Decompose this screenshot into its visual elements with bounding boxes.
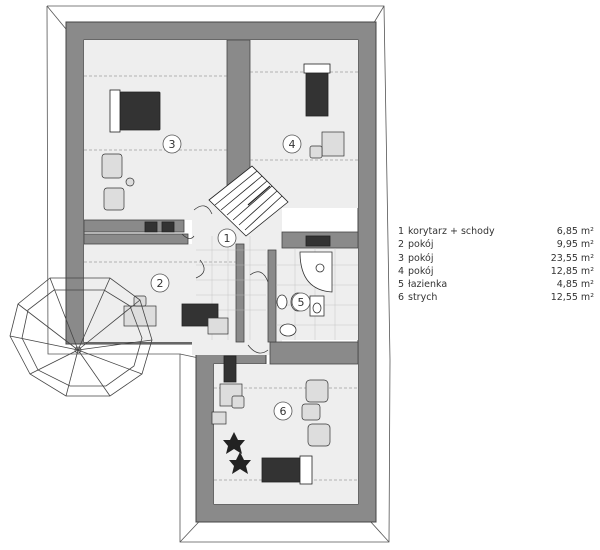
legend-room-area: 4,85 m² xyxy=(556,279,594,291)
legend-number: 5 xyxy=(398,279,405,291)
legend-row: 1 korytarz + schody 6,85 m² xyxy=(398,225,594,238)
room-5-number: 5 xyxy=(298,296,305,309)
room-3-number: 3 xyxy=(169,138,176,151)
room-number-markers xyxy=(150,134,311,421)
legend-room-area: 23,55 m² xyxy=(550,252,594,264)
room-6-number: 6 xyxy=(280,405,287,418)
legend-room-area: 12,55 m² xyxy=(550,292,594,304)
floor-areas xyxy=(84,40,358,504)
room-legend: 1 korytarz + schody 6,85 m² 2 pokój 9,95… xyxy=(398,225,594,305)
legend-room-name: pokój xyxy=(408,265,434,277)
legend-room-area: 6,85 m² xyxy=(556,226,594,237)
legend-room-area: 12,85 m² xyxy=(550,265,594,277)
legend-number: 2 xyxy=(398,239,405,251)
legend-room-name: łazienka xyxy=(408,279,448,291)
room-number-labels: 3 4 1 2 5 6 xyxy=(157,138,305,418)
legend-row: 3 pokój 23,55 m² xyxy=(398,252,594,265)
legend-room-name: pokój xyxy=(408,239,434,251)
room-1-number: 1 xyxy=(224,232,231,245)
room-2-number: 2 xyxy=(157,277,164,290)
gazebo xyxy=(9,277,153,397)
legend-row: 5 łazienka 4,85 m² xyxy=(398,278,594,291)
staircase xyxy=(208,165,289,237)
legend-room-name: strych xyxy=(408,292,438,304)
interior-walls xyxy=(83,39,359,365)
room-4-number: 4 xyxy=(289,138,296,151)
furniture xyxy=(109,63,331,485)
legend-number: 4 xyxy=(398,265,405,277)
legend-row: 6 strych 12,55 m² xyxy=(398,291,594,304)
doors xyxy=(181,205,269,354)
legend-number: 6 xyxy=(398,292,405,304)
legend-number: 1 xyxy=(398,226,405,237)
legend-number: 3 xyxy=(398,252,405,264)
legend-room-area: 9,95 m² xyxy=(556,239,594,251)
legend-row: 4 pokój 12,85 m² xyxy=(398,265,594,278)
legend-room-name: korytarz + schody xyxy=(408,226,495,237)
legend-room-name: pokój xyxy=(408,252,434,264)
legend-row: 2 pokój 9,95 m² xyxy=(398,238,594,251)
plants xyxy=(223,432,251,474)
